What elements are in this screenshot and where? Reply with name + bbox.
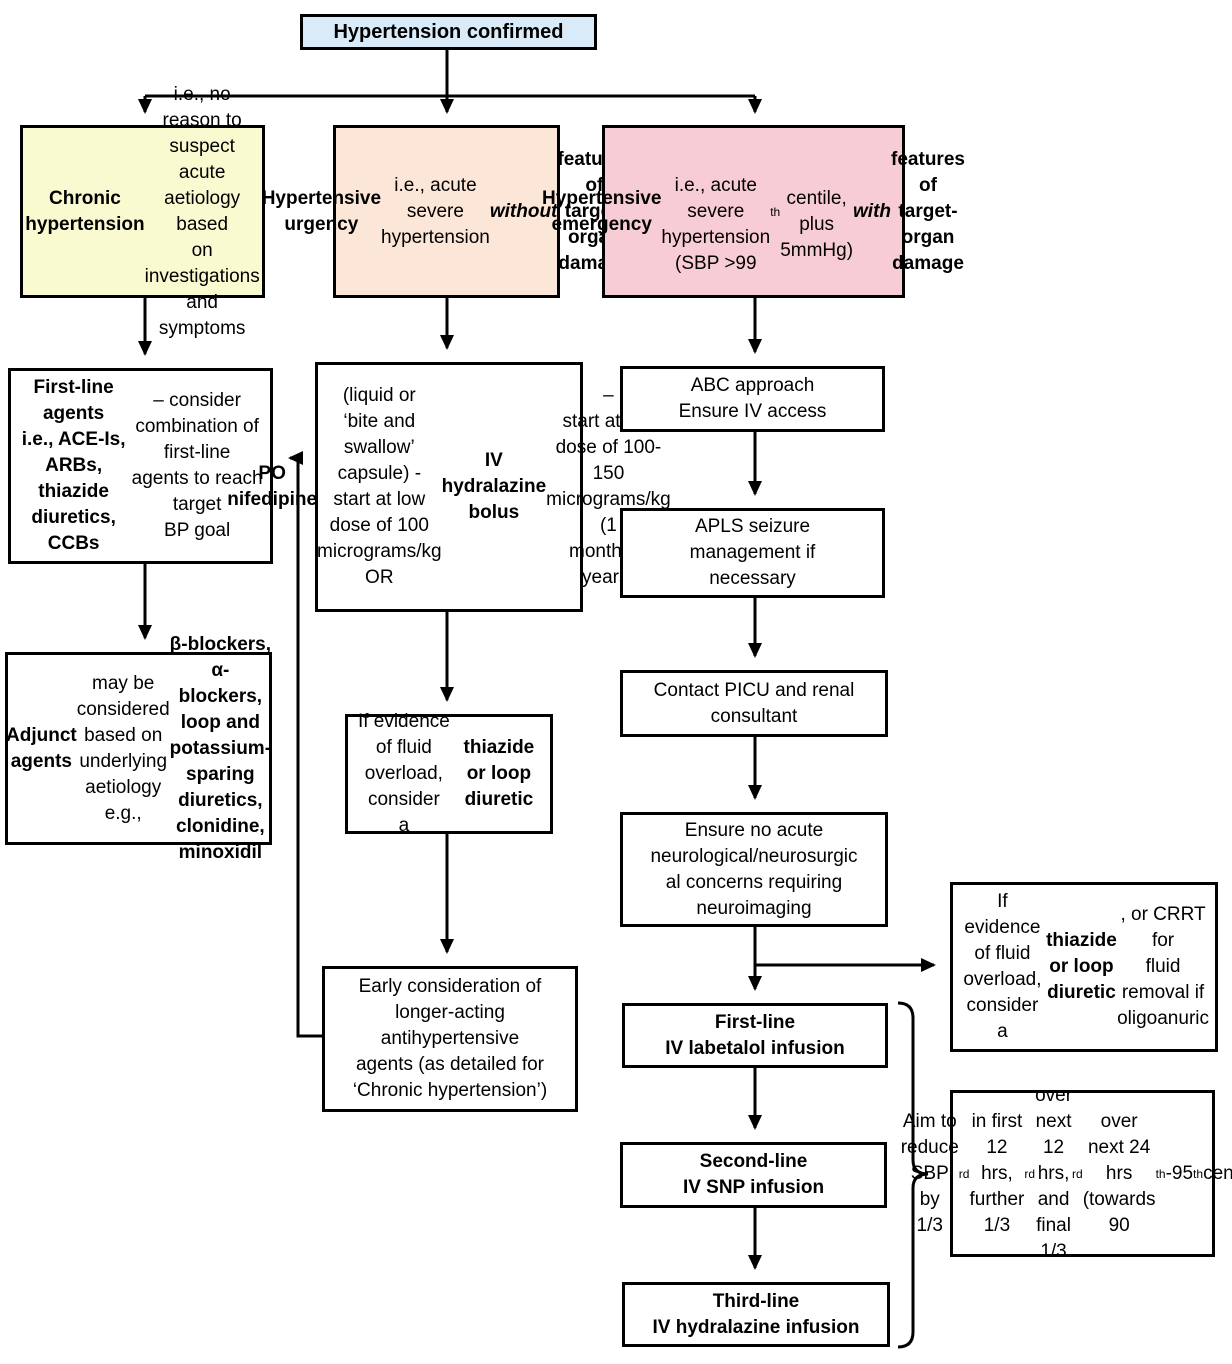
node-apls-seizure: APLS seizure management if necessary [620,508,885,598]
text-segment: First-line IV labetalol infusion [665,1011,845,1059]
node-fluid-overload-diuretic: If evidence of fluid overload, consider … [345,711,553,836]
text-segment: Third-line IV hydralazine infusion [652,1290,860,1338]
node-adjunct-agents: Adjunct agents may be considered based o… [5,634,272,863]
node-early-consideration: Early consideration of longer-acting ant… [322,966,578,1112]
text-segment: centile, plus 5mmHg) [780,187,854,261]
node-hypertensive-emergency: Hypertensive emergency i.e., acute sever… [542,125,965,298]
node-first-line-labetalol: First-line IV labetalol infusion [622,1003,888,1068]
node-chronic-hypertension: Chronic hypertension i.e., no reason to … [20,84,265,339]
node-third-line-hydralazine: Third-line IV hydralazine infusion [622,1282,890,1347]
text-segment: – consider combination of first-line age… [131,390,263,541]
text-segment: thiazide or loop diuretic [463,737,535,810]
text-segment: over next 24 hrs (towards 90 [1082,1110,1156,1236]
node-second-line-snp: Second-line IV SNP infusion [620,1142,887,1208]
text-segment: with [853,200,892,222]
node-hypertension-confirmed: Hypertension confirmed [300,14,597,50]
text-segment: PO nifedipine [227,463,318,510]
text-segment: features of target-organ damage [891,148,965,274]
text-segment: thiazide or loop diuretic [1046,930,1117,1003]
text-segment: APLS seizure management if necessary [689,516,816,589]
text-segment: Aim to reduce SBP by 1/3 [900,1110,959,1236]
text-segment: Hypertension confirmed [333,21,564,43]
text-segment: ABC approach Ensure IV access [678,375,827,422]
text-segment: i.e., no reason to suspect acute aetiolo… [144,83,260,339]
node-po-nifedipine: PO nifedipine (liquid or ‘bite and swall… [227,362,671,612]
text-segment: Second-line IV SNP infusion [682,1151,825,1198]
text-segment: Hypertensive emergency [542,187,662,235]
text-segment: If evidence of fluid overload, consider … [357,711,450,836]
text-segment: First-line agents i.e., ACE-Is, ARBs, th… [21,377,126,554]
text-segment: , or CRRT for fluid removal if oligoanur… [1117,904,1209,1029]
text-segment: IV hydralazine bolus [441,450,547,523]
text-segment: i.e., acute severe hypertension (SBP >99 [661,174,771,274]
text-segment: (liquid or ‘bite and swallow’ capsule) -… [317,385,442,588]
text-segment: Chronic hypertension [25,187,145,235]
node-neuro-concerns: Ensure no acute neurological/neurosurgic… [620,812,888,927]
text-segment: without [489,200,558,222]
node-contact-picu: Contact PICU and renal consultant [620,670,888,737]
text-segment: β-blockers, α-blockers, loop and potassi… [169,633,272,863]
text-segment: Hypertensive urgency [261,187,382,235]
text-segment: centile) [1203,1162,1232,1184]
text-segment: Contact PICU and renal consultant [653,679,855,727]
text-segment: If evidence of fluid overload, consider … [963,891,1042,1042]
node-first-line-agents: First-line agents i.e., ACE-Is, ARBs, th… [8,368,273,564]
text-segment: Adjunct agents [6,724,77,772]
node-hypertensive-urgency: Hypertensive urgency i.e., acute severe … [262,125,631,298]
node-fluid-overload-crrt: If evidence of fluid overload, consider … [950,882,1218,1052]
text-segment: Ensure no acute neurological/neurosurgic… [650,819,858,919]
text-segment: in first 12 hrs, further 1/3 [969,1110,1025,1236]
text-segment: i.e., acute severe hypertension [381,174,490,248]
text-segment: -95 [1165,1162,1194,1184]
text-segment: over next 12 hrs, and final 1/3 [1035,1084,1073,1262]
text-segment: Early consideration of longer-acting ant… [352,976,548,1101]
text-segment: may be considered based on underlying ae… [76,672,170,824]
node-abc-approach: ABC approach Ensure IV access [620,366,885,432]
